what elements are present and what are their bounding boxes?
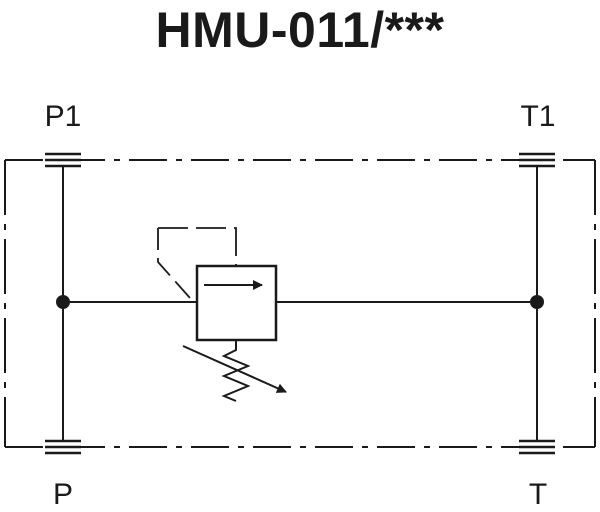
port-label-t: T	[528, 478, 548, 511]
junction-dot-t	[530, 295, 544, 309]
body-outline	[4, 159, 596, 448]
port-mark-t1	[519, 152, 555, 168]
port-mark-p1	[45, 152, 81, 168]
port-label-t1: T1	[520, 100, 556, 133]
port-mark-p	[45, 439, 81, 455]
port-label-p: P	[52, 478, 73, 511]
port-label-p1: P1	[44, 100, 82, 133]
junction-dot-p	[56, 295, 70, 309]
diagram-title: HMU-011/***	[155, 2, 445, 58]
port-mark-t	[519, 439, 555, 455]
relief-valve-symbol	[157, 227, 287, 402]
